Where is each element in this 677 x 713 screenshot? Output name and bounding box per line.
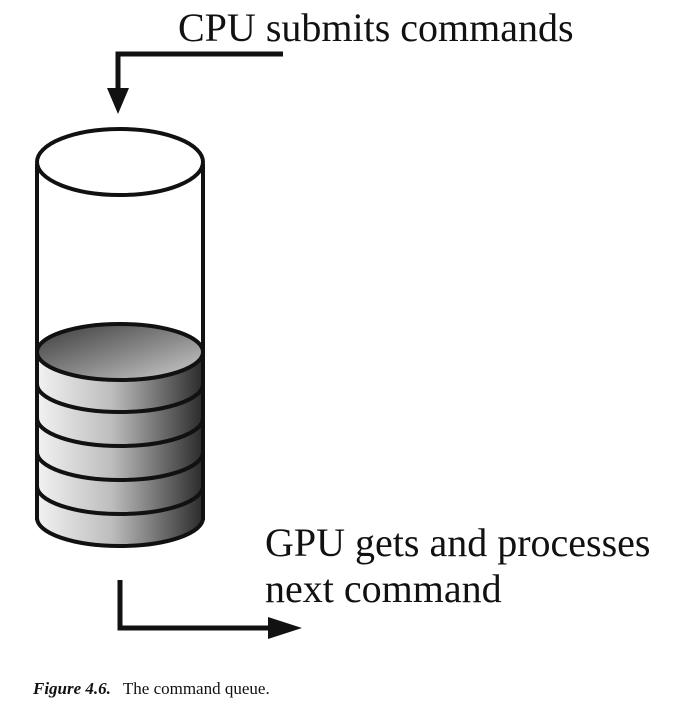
command-slot-dividers (35, 383, 205, 516)
command-slot-divider (35, 485, 205, 516)
figure-caption-text: The command queue. (122, 679, 270, 698)
fetch-arrow (117, 580, 302, 639)
submit-arrow (107, 51, 283, 114)
gpu-process-label: GPU gets and processes next command (265, 520, 651, 612)
gpu-process-label-line1: GPU gets and processes (265, 520, 651, 565)
cpu-submit-label: CPU submits commands (178, 5, 574, 50)
queue-cylinder (35, 127, 205, 548)
command-slot-divider (35, 383, 205, 414)
cylinder-opening (35, 127, 205, 197)
figure-number: Figure 4.6. (33, 679, 111, 698)
figure-caption: Figure 4.6. The command queue. (33, 679, 270, 699)
command-slot-divider (35, 451, 205, 482)
command-slot-divider (35, 417, 205, 448)
command-stack-top (35, 322, 205, 382)
gpu-process-label-line2: next command (265, 566, 502, 611)
